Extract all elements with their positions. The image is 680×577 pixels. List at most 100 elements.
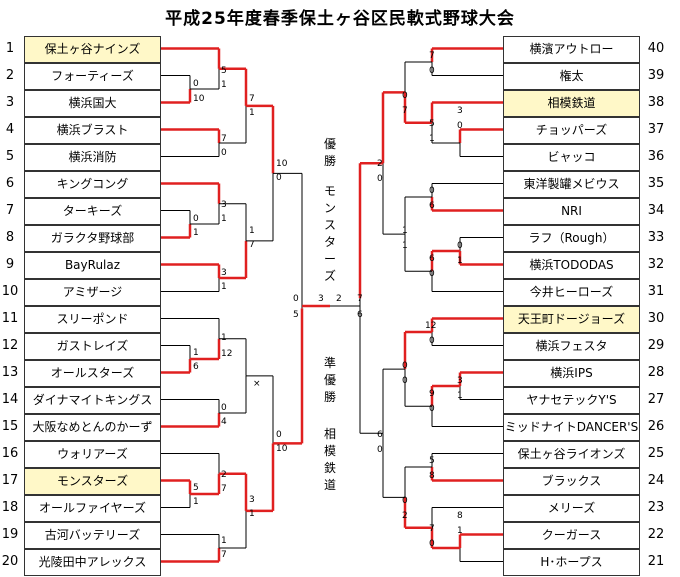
score-L-semi-a: 0 bbox=[293, 294, 299, 304]
left-seed-13: 13 bbox=[1, 365, 19, 380]
score-R-r1-27v26-b: 1 bbox=[457, 391, 463, 401]
right-seed-21: 21 bbox=[647, 554, 665, 569]
score-L-r2-1415-b: 4 bbox=[221, 417, 227, 427]
left-seed-18: 18 bbox=[1, 500, 19, 515]
left-seed-4: 4 bbox=[5, 122, 15, 137]
runner-up-team-text: 相模鉄道 bbox=[323, 427, 336, 492]
score-R-r4-1-a: 2 bbox=[377, 159, 383, 169]
score-R-r3-2-a: 1 bbox=[402, 226, 408, 236]
score-L-r2-6-a: 3 bbox=[221, 200, 227, 210]
right-seed-37: 37 bbox=[647, 122, 665, 137]
right-team-24: ブラックス bbox=[503, 468, 640, 495]
score-L-r1-7v8-a: 0 bbox=[193, 214, 199, 224]
left-seed-15: 15 bbox=[1, 419, 19, 434]
score-L-r2-1920-a: 1 bbox=[221, 536, 227, 546]
score-R-r2-3029-b: 0 bbox=[429, 336, 435, 346]
left-seed-12: 12 bbox=[1, 338, 19, 353]
right-team-26: ミッドナイトDANCER'S bbox=[503, 414, 640, 441]
score-R-r3-4-b: 2 bbox=[402, 511, 408, 521]
right-team-39: 権太 bbox=[503, 63, 640, 90]
left-team-12: ガストレイズ bbox=[24, 333, 161, 360]
score-L-r4-2-a: 0 bbox=[276, 430, 282, 440]
score-L-r1-2v3-b: 10 bbox=[193, 94, 205, 104]
left-seed-7: 7 bbox=[5, 203, 15, 218]
left-seed-14: 14 bbox=[1, 392, 19, 407]
left-seed-17: 17 bbox=[1, 473, 19, 488]
left-team-19: 古河バッテリーズ bbox=[24, 522, 161, 549]
right-seed-34: 34 bbox=[647, 203, 665, 218]
right-team-27: ヤナセテックY'S bbox=[503, 387, 640, 414]
score-R-semi-a: 7 bbox=[357, 294, 363, 304]
right-seed-31: 31 bbox=[647, 284, 665, 299]
left-team-14: ダイナマイトキングス bbox=[24, 387, 161, 414]
left-team-17: モンスターズ bbox=[24, 468, 161, 495]
score-R-r3-3-b: 0 bbox=[402, 376, 408, 386]
right-seed-39: 39 bbox=[647, 68, 665, 83]
score-L-r1-12v13-a: 1 bbox=[193, 348, 199, 358]
right-seed-35: 35 bbox=[647, 176, 665, 191]
score-L-cross: × bbox=[253, 379, 261, 389]
right-seed-36: 36 bbox=[647, 149, 665, 164]
right-seed-23: 23 bbox=[647, 500, 665, 515]
right-team-37: チョッパーズ bbox=[503, 117, 640, 144]
left-team-5: 横浜消防 bbox=[24, 144, 161, 171]
right-seed-26: 26 bbox=[647, 419, 665, 434]
score-L-r2-11-a: 1 bbox=[221, 333, 227, 343]
score-L-r2-1920-b: 7 bbox=[221, 550, 227, 560]
score-L-r4-2-b: 10 bbox=[276, 444, 288, 454]
runner-up-team: 相模鉄道 bbox=[322, 426, 338, 494]
score-L-r2-16-a: 2 bbox=[221, 470, 227, 480]
score-R-r3-2-b: 1 bbox=[402, 241, 408, 251]
score-R-r2-2524-a: 5 bbox=[429, 456, 435, 466]
right-seed-33: 33 bbox=[647, 230, 665, 245]
score-R-r1-37v36-b: 0 bbox=[457, 121, 463, 131]
score-L-r2-1-b: 1 bbox=[221, 80, 227, 90]
left-team-8: ガラクタ野球部 bbox=[24, 225, 161, 252]
score-R-r2-23-a: 7 bbox=[429, 524, 435, 534]
right-team-23: メリーズ bbox=[503, 495, 640, 522]
left-team-20: 光陵田中アレックス bbox=[24, 549, 161, 576]
left-seed-3: 3 bbox=[5, 95, 15, 110]
score-R-r2-28-a: 9 bbox=[429, 389, 435, 399]
left-team-9: BayRulaz bbox=[24, 252, 161, 279]
right-team-33: ラフ（Rough） bbox=[503, 225, 640, 252]
left-seed-11: 11 bbox=[1, 311, 19, 326]
right-seed-32: 32 bbox=[647, 257, 665, 272]
score-R-r2-31-b: 0 bbox=[429, 269, 435, 279]
right-seed-40: 40 bbox=[647, 41, 665, 56]
score-R-r3-4-a: 0 bbox=[402, 496, 408, 506]
score-L-r3-1-b: 1 bbox=[249, 108, 255, 118]
right-team-28: 横浜IPS bbox=[503, 360, 640, 387]
left-seed-1: 1 bbox=[5, 41, 15, 56]
left-seed-9: 9 bbox=[5, 257, 15, 272]
score-L-r2-11-b: 12 bbox=[221, 349, 232, 359]
right-team-29: 横浜フェスタ bbox=[503, 333, 640, 360]
left-team-4: 横浜ブラスト bbox=[24, 117, 161, 144]
left-team-11: スリーポンド bbox=[24, 306, 161, 333]
right-seed-30: 30 bbox=[647, 311, 665, 326]
score-L-semi-b: 5 bbox=[293, 310, 299, 320]
score-L-r1-7v8-b: 1 bbox=[193, 228, 199, 238]
left-team-10: アミザージ bbox=[24, 279, 161, 306]
score-R-r2-4039-b: 0 bbox=[429, 66, 435, 76]
runner-up-label: 準優勝 bbox=[322, 355, 338, 406]
left-team-6: キングコング bbox=[24, 171, 161, 198]
right-team-34: NRI bbox=[503, 198, 640, 225]
left-seed-2: 2 bbox=[5, 68, 15, 83]
score-R-r1-33v32-a: 0 bbox=[457, 241, 463, 251]
score-R-r3-1-b: 7 bbox=[402, 106, 408, 116]
left-team-3: 横浜国大 bbox=[24, 90, 161, 117]
page-title: 平成25年度春季保土ヶ谷区民軟式野球大会 bbox=[165, 9, 515, 29]
left-seed-5: 5 bbox=[5, 149, 15, 164]
score-L-r3-2-b: 7 bbox=[249, 240, 255, 250]
left-seed-6: 6 bbox=[5, 176, 15, 191]
left-team-16: ウォリアーズ bbox=[24, 441, 161, 468]
score-L-r1-2v3-a: 0 bbox=[193, 79, 199, 89]
score-F-b: 2 bbox=[336, 294, 342, 304]
score-R-r2-28-b: 0 bbox=[429, 404, 435, 414]
left-team-13: オールスターズ bbox=[24, 360, 161, 387]
right-team-25: 保土ヶ谷ライオンズ bbox=[503, 441, 640, 468]
score-R-r2-4039-a: 7 bbox=[429, 51, 435, 61]
score-R-r1-27v26-a: 3 bbox=[457, 376, 463, 386]
